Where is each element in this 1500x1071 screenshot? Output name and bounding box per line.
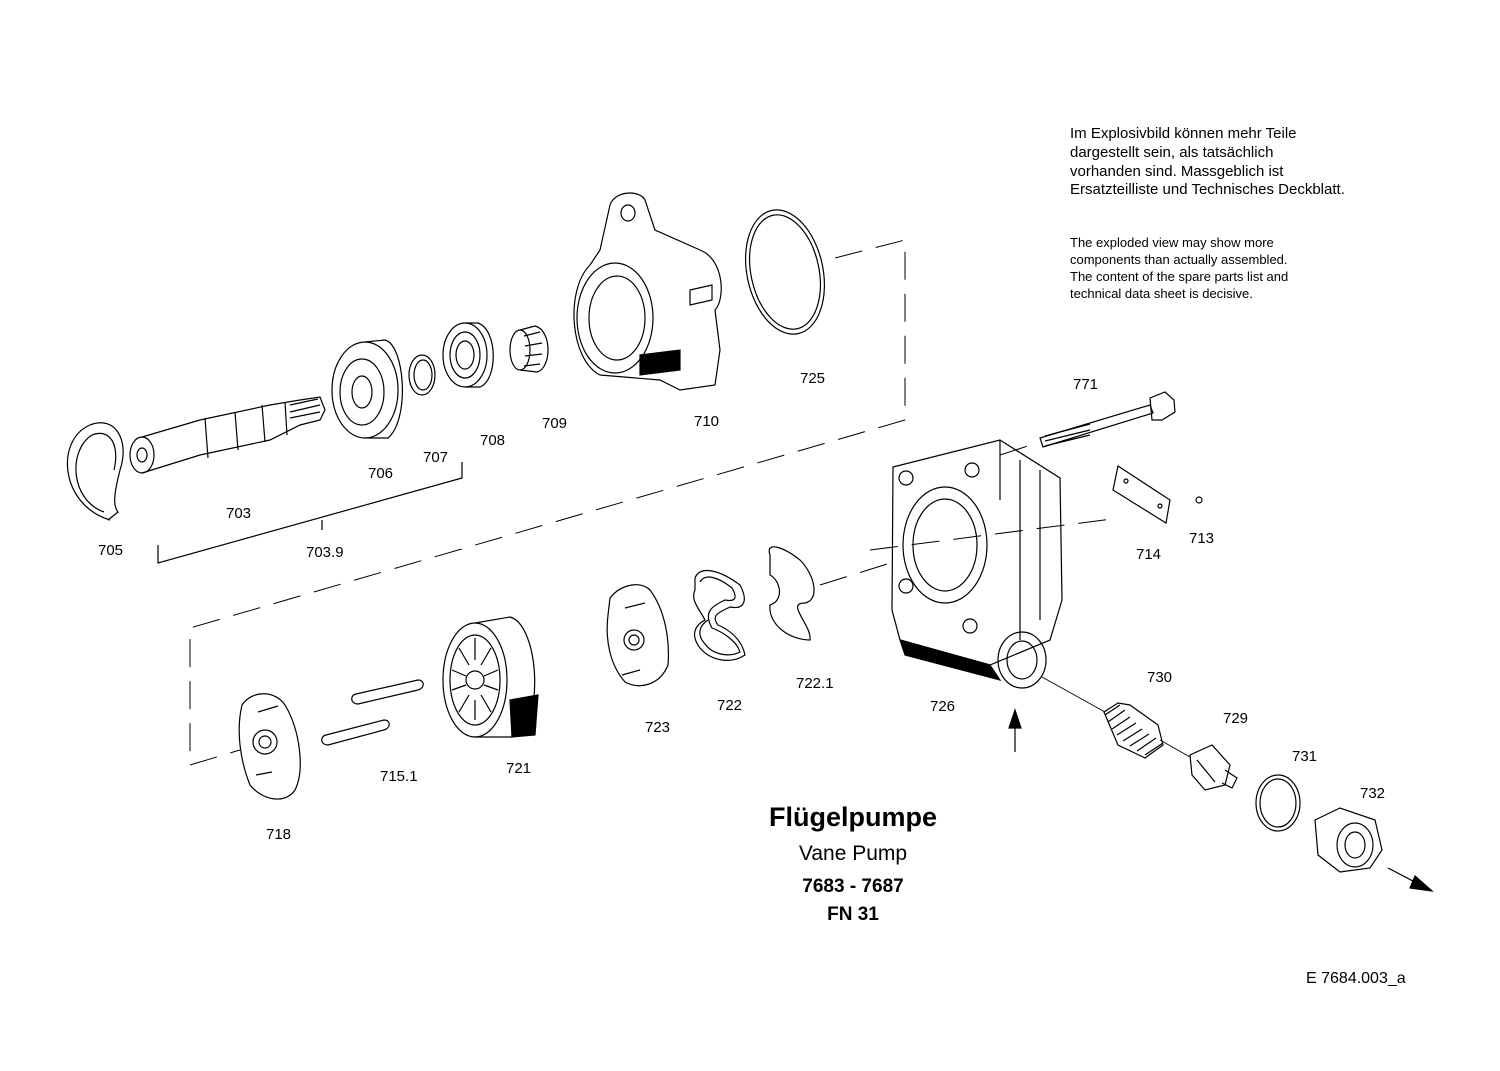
part-label: 722 bbox=[717, 697, 742, 714]
inlet-arrow bbox=[1008, 708, 1022, 752]
part-707-retaining-ring bbox=[408, 354, 436, 396]
part-705-snap-ring bbox=[66, 422, 124, 521]
outlet-arrow bbox=[1387, 867, 1434, 892]
part-label: 707 bbox=[423, 449, 448, 466]
part-label: 709 bbox=[542, 415, 567, 432]
title-german: Flügelpumpe bbox=[769, 802, 937, 832]
part-715-1-pins bbox=[321, 679, 424, 746]
drawing-number: E 7684.003_a bbox=[1306, 970, 1406, 987]
part-729-valve bbox=[1189, 744, 1238, 791]
part-730-spring bbox=[1103, 702, 1164, 759]
part-731-o-ring bbox=[1255, 774, 1301, 832]
part-label: 703 bbox=[226, 505, 251, 522]
part-label: 732 bbox=[1360, 785, 1385, 802]
disclaimer-english: The exploded view may show more componen… bbox=[1070, 235, 1289, 301]
part-label: 723 bbox=[645, 719, 670, 736]
part-718-end-plate bbox=[238, 693, 301, 800]
part-label: 708 bbox=[480, 432, 505, 449]
model-series: 7683 - 7687 bbox=[802, 876, 904, 897]
disclaimer-german: Im Explosivbild können mehr Teile darges… bbox=[1070, 125, 1345, 199]
part-722-1-plate bbox=[768, 546, 815, 641]
part-721-rotor bbox=[442, 616, 539, 738]
part-labels: 705 703 703.9 706 707 708 709 710 725 77… bbox=[98, 370, 1385, 843]
part-label: 771 bbox=[1073, 376, 1098, 393]
part-label: 710 bbox=[694, 413, 719, 430]
part-label: 715.1 bbox=[380, 768, 418, 785]
part-label: 722.1 bbox=[796, 675, 834, 692]
part-label: 714 bbox=[1136, 546, 1161, 563]
part-703-shaft bbox=[129, 396, 326, 474]
assembly-guide-lines bbox=[189, 239, 1121, 766]
part-label: 721 bbox=[506, 760, 531, 777]
part-label: 729 bbox=[1223, 710, 1248, 727]
part-label: 730 bbox=[1147, 669, 1172, 686]
part-label: 718 bbox=[266, 826, 291, 843]
part-732-plug bbox=[1314, 807, 1383, 873]
title-english: Vane Pump bbox=[798, 842, 908, 865]
part-label: 731 bbox=[1292, 748, 1317, 765]
part-714-nameplate bbox=[1112, 465, 1171, 524]
part-726-pump-housing bbox=[891, 439, 1063, 689]
part-709-needle-bearing bbox=[509, 325, 549, 373]
part-713-rivet bbox=[1195, 496, 1203, 504]
part-708-shaft-seal bbox=[442, 322, 494, 388]
part-706-ball-bearing bbox=[331, 339, 403, 439]
part-725-o-ring bbox=[744, 209, 826, 335]
part-723-side-plate bbox=[606, 584, 670, 687]
fn-code: FN 31 bbox=[827, 904, 879, 925]
part-label: 726 bbox=[930, 698, 955, 715]
assembly-bracket-703-9 bbox=[157, 462, 463, 564]
part-label: 705 bbox=[98, 542, 123, 559]
part-722-gasket bbox=[693, 569, 746, 661]
part-label: 706 bbox=[368, 465, 393, 482]
part-label: 703.9 bbox=[306, 544, 344, 561]
part-label: 725 bbox=[800, 370, 825, 387]
part-771-bolt bbox=[1039, 391, 1176, 448]
part-label: 713 bbox=[1189, 530, 1214, 547]
part-710-flange-housing bbox=[573, 192, 722, 391]
